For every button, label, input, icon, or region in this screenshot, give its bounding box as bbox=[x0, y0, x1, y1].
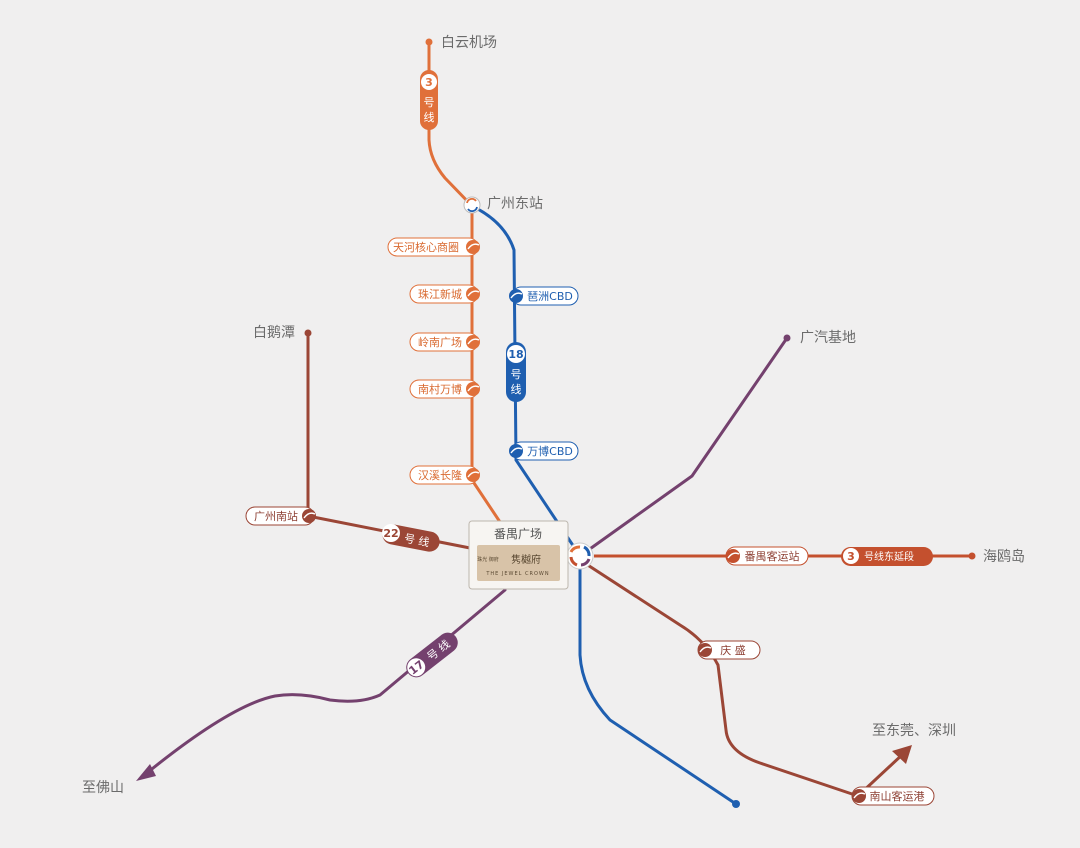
line-22-badge: 22 号 线 bbox=[382, 524, 440, 552]
place-to-foshan: 至佛山 bbox=[82, 780, 124, 796]
station-marker-icon bbox=[726, 549, 740, 563]
station-wanbo-cbd-label: 万博CBD bbox=[527, 445, 573, 458]
station-qingsheng[interactable]: 庆 盛 bbox=[697, 640, 761, 660]
station-hanxi-changlong-label: 汉溪长隆 bbox=[418, 468, 462, 482]
station-pazhou-cbd[interactable]: 琶洲CBD bbox=[509, 286, 579, 306]
station-nancun-wanbo[interactable]: 南村万博 bbox=[409, 379, 480, 399]
station-panyu-passenger[interactable]: 番禺客运站 bbox=[725, 546, 809, 566]
station-tianhe-cbd[interactable]: 天河核心商圈 bbox=[387, 237, 480, 257]
station-nancun-wanbo-label: 南村万博 bbox=[418, 382, 462, 396]
line-18-terminal-dot bbox=[732, 800, 740, 808]
station-marker-icon bbox=[509, 289, 523, 303]
station-panyu-passenger-label: 番禺客运站 bbox=[745, 549, 800, 563]
project-location-card[interactable]: 番禺广场 珠光 御府 隽樾府 THE JEWEL CROWN bbox=[468, 520, 569, 590]
station-nansha-port-label: 南山客运港 bbox=[870, 789, 925, 803]
place-to-dongguan-shenzhen: 至东莞、深圳 bbox=[872, 723, 956, 739]
place-baiyun-airport: 白云机场 bbox=[441, 35, 497, 51]
place-gac-base: 广汽基地 bbox=[800, 329, 856, 346]
station-guangzhou-south-label: 广州南站 bbox=[254, 509, 298, 523]
line-18-number: 18 bbox=[508, 348, 523, 361]
station-zhujiang-newtown-label: 珠江新城 bbox=[418, 287, 462, 301]
line-3-east-badge: 3 号线东延段 bbox=[841, 547, 933, 566]
project-logo-plate bbox=[477, 545, 560, 581]
line-3-east-terminal-dot bbox=[968, 552, 976, 560]
station-lingnan-square[interactable]: 岭南广场 bbox=[409, 332, 480, 352]
arrow-to-foshan-icon bbox=[136, 764, 156, 781]
station-zhujiang-newtown[interactable]: 珠江新城 bbox=[409, 284, 480, 304]
line-3-track bbox=[427, 40, 502, 524]
line-3-badge: 3 号 线 bbox=[420, 70, 438, 130]
station-marker-icon bbox=[852, 789, 866, 803]
arrow-to-dongguan-icon bbox=[892, 745, 912, 764]
station-marker-icon bbox=[509, 444, 523, 458]
station-marker-icon bbox=[466, 335, 480, 349]
line-22-name: 号 线 bbox=[403, 531, 431, 550]
line-22-track bbox=[306, 331, 472, 550]
line-3-name: 号 bbox=[424, 96, 435, 109]
line-3-east-number: 3 bbox=[847, 550, 855, 563]
line-22-terminal-dot bbox=[304, 329, 312, 337]
line-17-track-west bbox=[140, 588, 507, 779]
panyu-square-label: 番禺广场 bbox=[494, 527, 542, 541]
line-3-terminal-dot bbox=[425, 38, 433, 46]
station-hanxi-changlong[interactable]: 汉溪长隆 bbox=[409, 465, 480, 485]
project-logo-en: THE JEWEL CROWN bbox=[485, 571, 549, 577]
line-18-badge: 18 号 线 bbox=[506, 342, 526, 402]
line-22-number: 22 bbox=[383, 527, 398, 540]
line-nansha-track bbox=[578, 558, 860, 798]
svg-text:号: 号 bbox=[511, 368, 522, 381]
line-17-badge: 17 号 线 bbox=[406, 632, 458, 678]
station-marker-icon bbox=[698, 643, 712, 657]
svg-text:线: 线 bbox=[511, 382, 522, 396]
guangzhou-east-interchange-icon bbox=[463, 196, 481, 214]
place-guangzhou-east: 广州东站 bbox=[487, 196, 543, 212]
station-lingnan-square-label: 岭南广场 bbox=[418, 335, 462, 349]
station-guangzhou-south[interactable]: 广州南站 bbox=[245, 506, 316, 526]
station-marker-icon bbox=[466, 468, 480, 482]
svg-text:线: 线 bbox=[424, 110, 435, 124]
line-3-number: 3 bbox=[425, 76, 433, 89]
line-17-terminal-dot bbox=[783, 334, 791, 342]
line-3-east-name: 号线东延段 bbox=[864, 550, 914, 563]
project-logo-main: 隽樾府 bbox=[511, 553, 541, 566]
station-marker-icon bbox=[466, 240, 480, 254]
place-haiou-island: 海鸥岛 bbox=[983, 548, 1025, 565]
station-qingsheng-label: 庆 盛 bbox=[720, 643, 746, 657]
project-logo-small: 珠光 御府 bbox=[477, 556, 499, 563]
panyu-square-interchange-icon bbox=[566, 542, 594, 570]
station-marker-icon bbox=[466, 382, 480, 396]
station-marker-icon bbox=[302, 509, 316, 523]
station-tianhe-cbd-label: 天河核心商圈 bbox=[393, 240, 459, 254]
station-marker-icon bbox=[466, 287, 480, 301]
line-17-track-east bbox=[578, 336, 789, 558]
place-baiketan: 白鹅潭 bbox=[253, 324, 295, 341]
station-pazhou-cbd-label: 琶洲CBD bbox=[527, 290, 573, 303]
station-wanbo-cbd[interactable]: 万博CBD bbox=[509, 441, 579, 461]
station-nansha-port[interactable]: 南山客运港 bbox=[851, 786, 935, 806]
